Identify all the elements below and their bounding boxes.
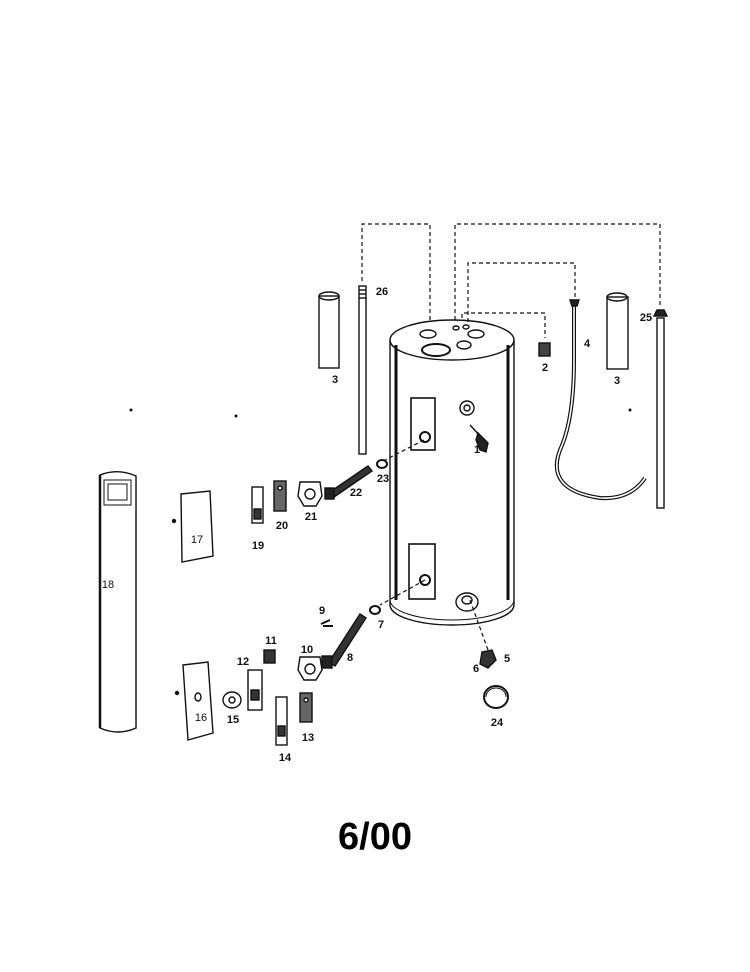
block-part (263, 649, 276, 664)
gasket-lower (369, 605, 381, 615)
insulation-tube-left (318, 291, 340, 369)
drain-cap-part (483, 685, 509, 709)
bracket-upper (297, 481, 323, 507)
callout-16: 16 (194, 712, 208, 724)
access-cover-upper (171, 490, 214, 563)
callout-24: 24 (490, 717, 504, 729)
gasket-upper (376, 459, 388, 469)
callout-22: 22 (349, 487, 363, 499)
dip-tube-part (652, 309, 669, 509)
callout-11: 11 (265, 635, 277, 647)
callout-12: 12 (236, 656, 250, 668)
dot-mark (129, 408, 133, 412)
jacket-panel-part (98, 471, 137, 733)
callout-8: 8 (346, 652, 354, 664)
callout-13: 13 (301, 732, 315, 744)
drain-valve-part (479, 649, 497, 669)
callout-4: 4 (583, 338, 591, 350)
thermostat-upper (273, 480, 287, 512)
insulation-pad-part (222, 691, 242, 709)
callout-3a: 3 (331, 374, 339, 386)
access-cover-lower (174, 661, 214, 741)
flex-tube-part (554, 299, 647, 501)
callout-25: 25 (639, 312, 653, 324)
insulation-tube-right (606, 292, 629, 370)
callout-1: 1 (473, 444, 481, 456)
callout-26: 26 (375, 286, 389, 298)
thermostat-lower (299, 692, 313, 723)
nipple-part (538, 342, 551, 357)
dot-mark (628, 408, 632, 412)
limit-switch-upper (251, 486, 264, 524)
callout-3b: 3 (613, 375, 621, 387)
callout-15: 15 (226, 714, 240, 726)
callout-19: 19 (251, 540, 265, 552)
callout-18: 18 (101, 579, 115, 591)
anode-rod-part (358, 285, 367, 455)
lower-element-part (321, 613, 367, 669)
callout-21: 21 (304, 511, 318, 523)
callout-17: 17 (190, 534, 204, 546)
bracket-lower (297, 656, 323, 681)
callout-14: 14 (278, 752, 292, 764)
callout-23: 23 (376, 473, 390, 485)
dot-mark (234, 414, 238, 418)
water-heater-tank (389, 319, 515, 626)
callout-2: 2 (541, 362, 549, 374)
screw-part (320, 619, 333, 627)
callout-10: 10 (300, 644, 314, 656)
dashed-leader-lines (361, 223, 661, 651)
callout-6: 6 (472, 663, 480, 675)
switch-part (247, 669, 263, 711)
relief-valve-part (469, 424, 489, 453)
upper-element-part (324, 465, 374, 500)
callout-9: 9 (318, 605, 326, 617)
revision-date: 6/00 (338, 816, 412, 858)
callout-7: 7 (377, 619, 385, 631)
callout-20: 20 (275, 520, 289, 532)
limit-switch-lower (275, 696, 288, 746)
callout-5: 5 (503, 653, 511, 665)
